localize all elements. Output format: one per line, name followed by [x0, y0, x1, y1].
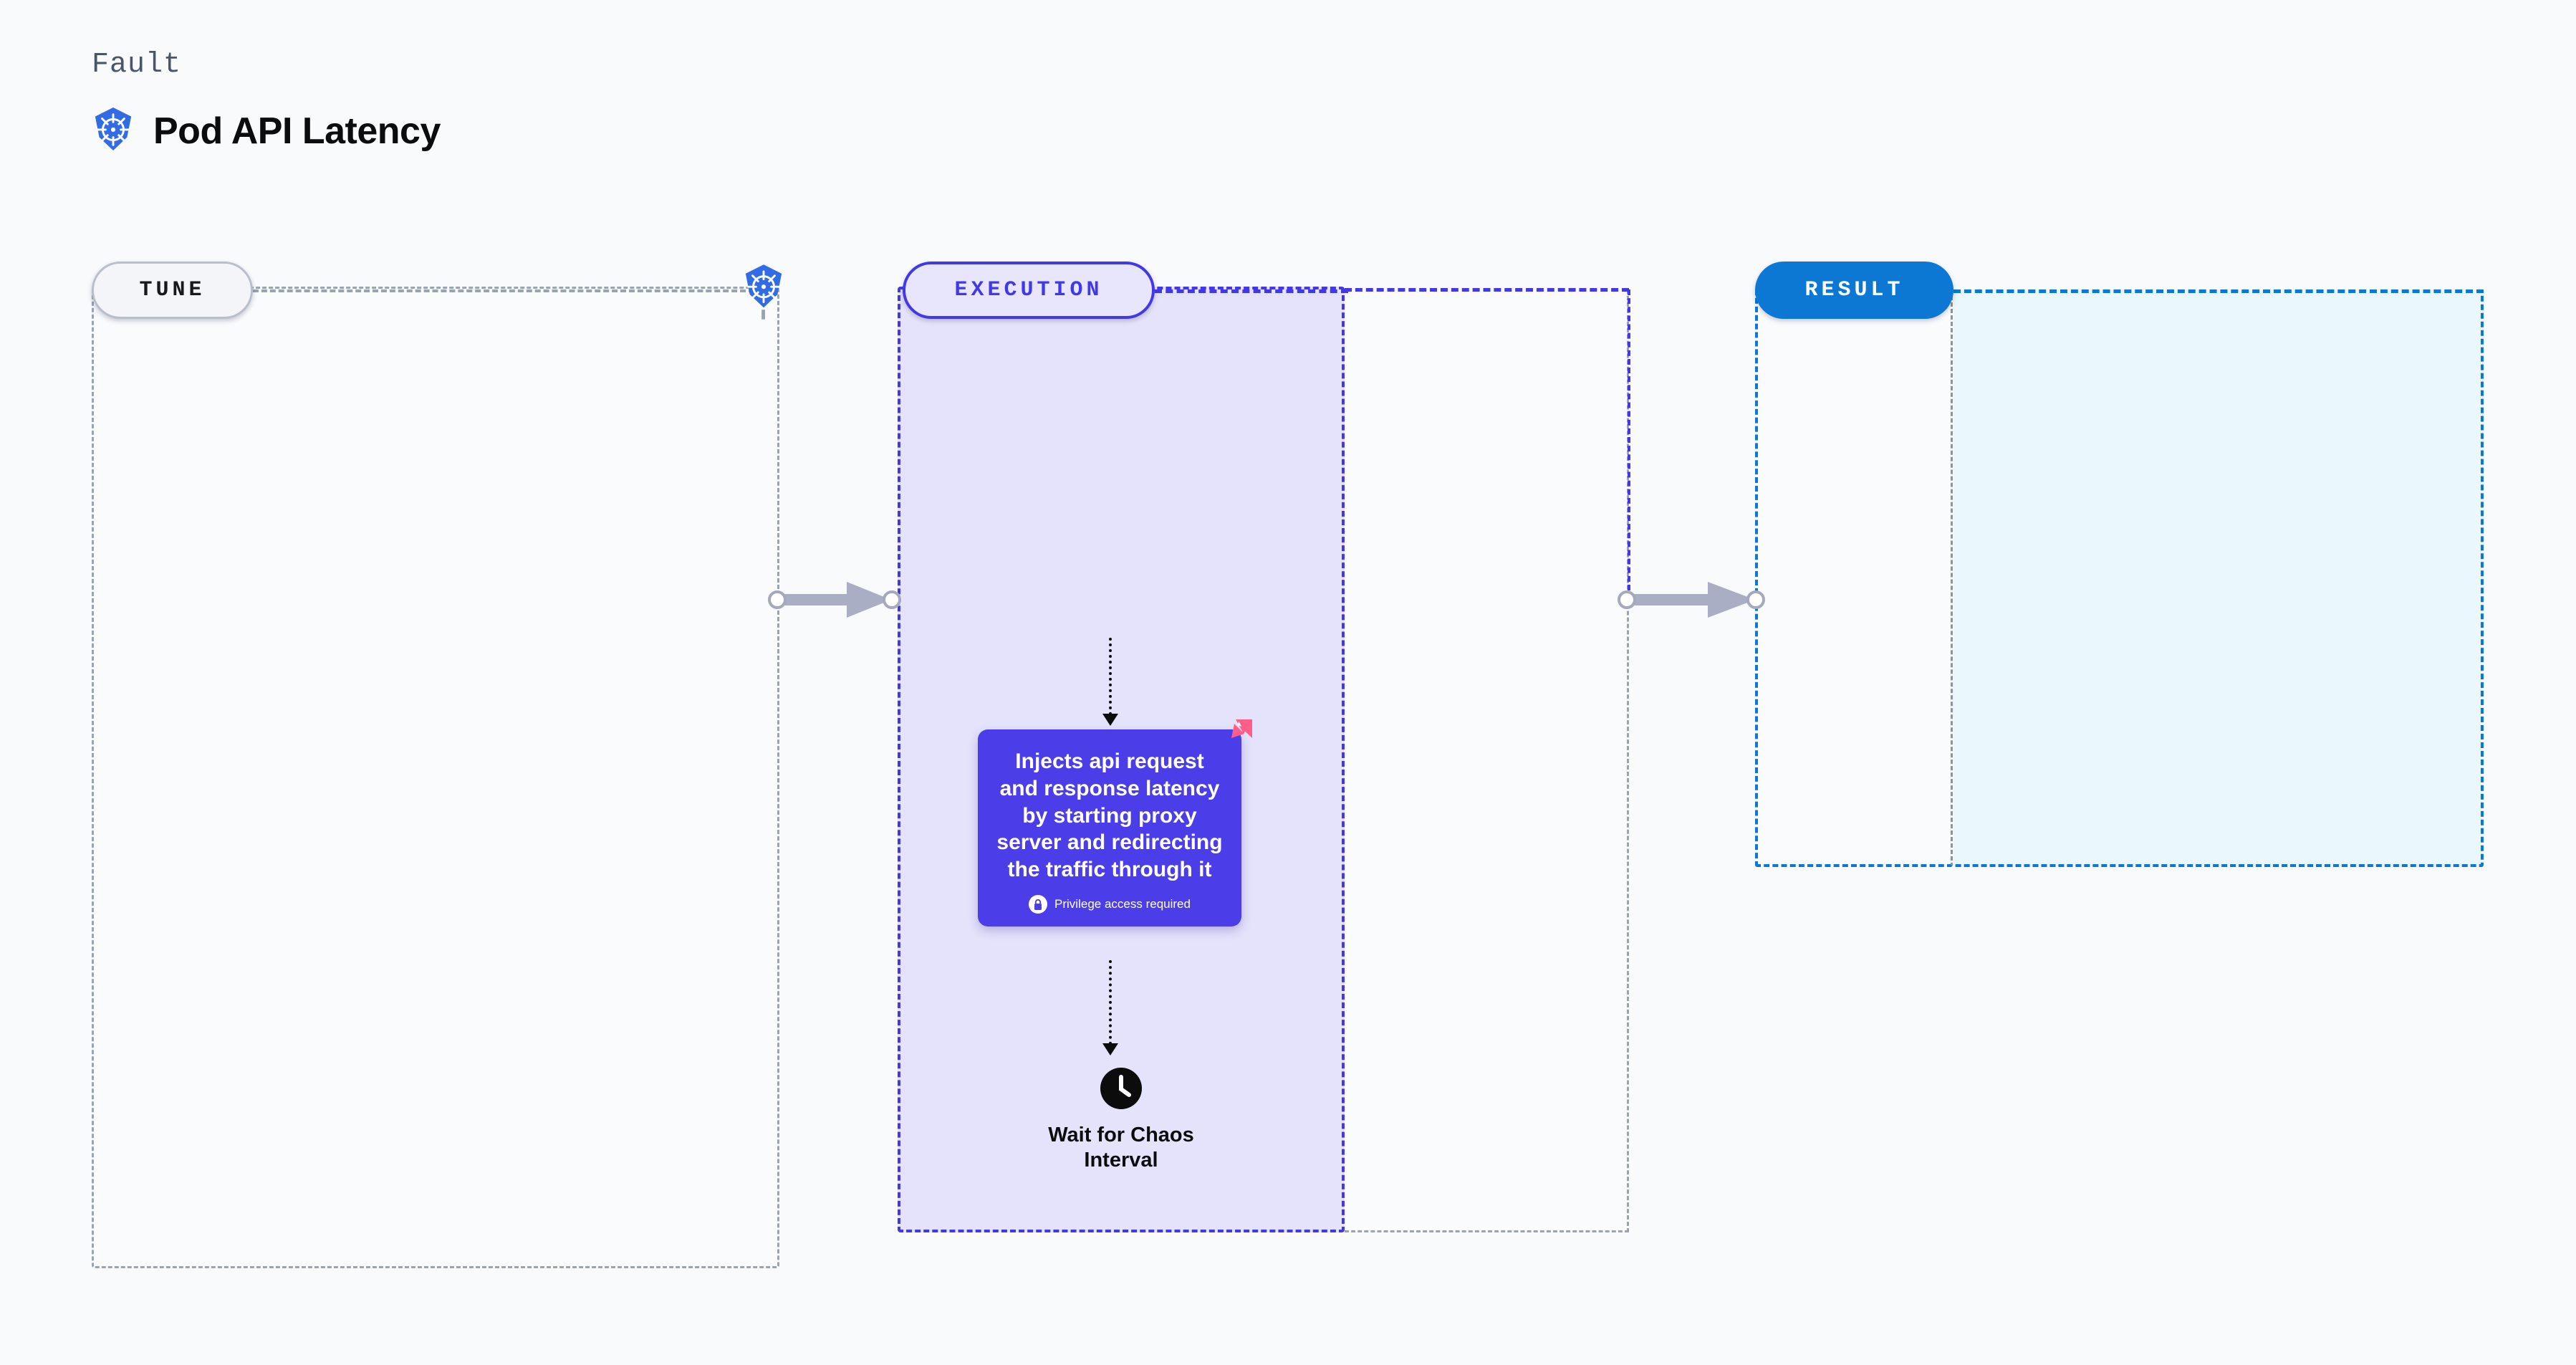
result-status-section: [1755, 289, 1953, 867]
execution-connector-dash: [1155, 289, 1348, 293]
page-header: Fault Pod API Latency: [92, 49, 441, 155]
probes-top-border: [1345, 288, 1629, 292]
lock-icon: [1029, 894, 1048, 914]
execution-pill[interactable]: EXECUTION: [903, 262, 1155, 319]
clock-icon: [1100, 1068, 1142, 1109]
connector-dot-right: [883, 590, 901, 609]
flow-arrow-1: [1102, 714, 1118, 726]
connector-tune-to-execution: [768, 580, 901, 619]
tune-connector-dash: [253, 289, 754, 292]
kubernetes-icon: [92, 107, 135, 155]
connector-dot-right: [1746, 590, 1765, 609]
tune-pill[interactable]: TUNE: [92, 262, 253, 319]
kubernetes-icon: [742, 264, 785, 323]
inject-description: Injects api request and response latency…: [996, 749, 1223, 882]
privilege-note: Privilege access required: [995, 894, 1224, 914]
connector-execution-to-result: [1618, 580, 1768, 619]
page-title: Pod API Latency: [92, 107, 441, 155]
connector-dot-left: [1618, 590, 1636, 609]
flow-arrow-2: [1102, 1043, 1118, 1055]
connector-dot-left: [768, 590, 787, 609]
privilege-note-text: Privilege access required: [1054, 896, 1191, 911]
result-output-section: [1953, 289, 2484, 867]
result-connector-dash: [1953, 289, 2484, 293]
inject-latency-node: Injects api request and response latency…: [978, 719, 1252, 926]
page-title-text: Pod API Latency: [153, 110, 441, 152]
wait-for-chaos-node: Wait for Chaos Interval: [1010, 1068, 1232, 1173]
harness-logo-icon: [1219, 717, 1256, 756]
flow-dash-2: [1109, 960, 1112, 1045]
flow-dash-1: [1109, 638, 1112, 715]
eyebrow-label: Fault: [92, 49, 182, 81]
result-pill[interactable]: RESULT: [1755, 262, 1953, 319]
wait-caption: Wait for Chaos Interval: [1048, 1124, 1194, 1172]
tune-section: [92, 287, 779, 1268]
probes-right-border: [1628, 289, 1630, 590]
probes-section: [1345, 289, 1629, 1232]
